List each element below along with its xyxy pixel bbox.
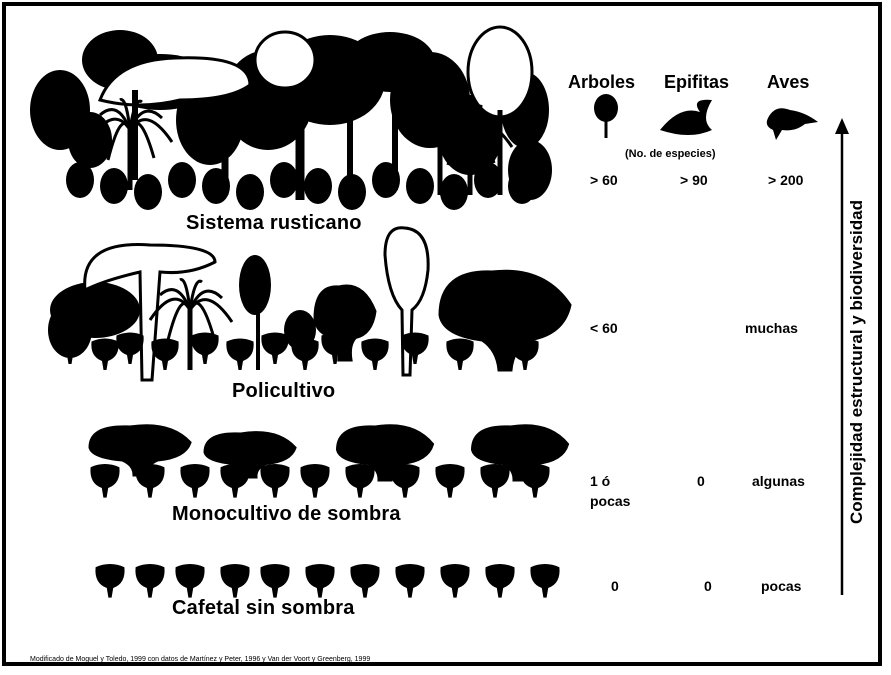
- coffee-bush: [191, 333, 218, 365]
- understory-bush: [304, 168, 332, 204]
- coffee-bush: [511, 339, 538, 371]
- sun-coffee-bushes: [95, 564, 559, 598]
- coffee-bush: [135, 564, 164, 598]
- coffee-bush: [260, 464, 289, 498]
- coffee-bush: [220, 464, 249, 498]
- coffee-bush: [440, 564, 469, 598]
- species-note: (No. de especies): [625, 148, 715, 160]
- header-epifitas: Epifitas: [664, 72, 729, 93]
- label-cafetal-sin-sombra: Cafetal sin sombra: [172, 597, 355, 620]
- understory-bush: [508, 168, 536, 204]
- understory-bush: [406, 168, 434, 204]
- coffee-bush: [485, 564, 514, 598]
- header-aves: Aves: [767, 72, 809, 93]
- sun-arboles-value: 0: [611, 578, 619, 594]
- understory-bush: [100, 168, 128, 204]
- header-arboles: Arboles: [568, 72, 635, 93]
- understory-bush: [474, 162, 502, 198]
- coffee-bush: [435, 464, 464, 498]
- label-sistema-rusticano: Sistema rusticano: [186, 212, 362, 235]
- mono-arboles-value-2: pocas: [590, 493, 630, 509]
- monoculture-trees: [90, 426, 568, 498]
- hollow-crown: [468, 27, 532, 117]
- complexity-axis-label: Complejidad estructural y biodiversidad: [847, 122, 867, 602]
- coffee-bush: [520, 464, 549, 498]
- understory-bush: [168, 162, 196, 198]
- bird-icon: [767, 108, 818, 140]
- coffee-bush: [56, 333, 83, 365]
- coffee-bush: [345, 464, 374, 498]
- understory-bush: [338, 174, 366, 210]
- sun-epifitas-value: 0: [704, 578, 712, 594]
- mono-aves-value: algunas: [752, 473, 805, 489]
- coffee-bush: [90, 464, 119, 498]
- coffee-bush: [305, 564, 334, 598]
- understory-bush: [236, 174, 264, 210]
- header-icons: [594, 94, 818, 140]
- coffee-bush: [300, 464, 329, 498]
- coffee-bush: [116, 333, 143, 365]
- coffee-bush: [261, 333, 288, 365]
- poly-aves-value: muchas: [745, 320, 798, 336]
- coffee-bush: [226, 339, 253, 371]
- mono-arboles-value: 1 ó: [590, 473, 610, 489]
- tree-trunk: [256, 310, 260, 370]
- tree-trunk: [128, 120, 133, 190]
- rustic-system-trees: [30, 27, 552, 210]
- coffee-bush: [151, 339, 178, 371]
- understory-bush: [372, 162, 400, 198]
- label-monocultivo: Monocultivo de sombra: [172, 503, 401, 526]
- coffee-bush: [95, 564, 124, 598]
- tree-trunk: [605, 118, 608, 138]
- coffee-bush: [135, 464, 164, 498]
- coffee-bush: [390, 464, 419, 498]
- rustic-aves-value: > 200: [768, 172, 803, 188]
- tree-icon: [594, 94, 618, 122]
- coffee-bush: [480, 464, 509, 498]
- understory-bush: [134, 174, 162, 210]
- rustic-epifitas-value: > 90: [680, 172, 708, 188]
- coffee-bush: [350, 564, 379, 598]
- polyculture-trees: [48, 228, 570, 380]
- sun-aves-value: pocas: [761, 578, 801, 594]
- coffee-bush: [530, 564, 559, 598]
- coffee-bush: [260, 564, 289, 598]
- coffee-bush: [361, 339, 388, 371]
- understory-bush: [66, 162, 94, 198]
- tree-trunk: [188, 300, 193, 370]
- hollow-crown: [255, 32, 315, 88]
- understory-bush: [202, 168, 230, 204]
- label-policultivo: Policultivo: [232, 380, 335, 403]
- rustic-arboles-value: > 60: [590, 172, 618, 188]
- coffee-bush: [220, 564, 249, 598]
- coffee-bush: [446, 339, 473, 371]
- coffee-bush: [291, 339, 318, 371]
- understory-bush: [440, 174, 468, 210]
- tree-crown: [239, 255, 271, 315]
- coffee-bush: [91, 339, 118, 371]
- poly-arboles-value: < 60: [590, 320, 618, 336]
- tree-trunk: [468, 125, 473, 195]
- understory-bush: [270, 162, 298, 198]
- epiphyte-icon: [660, 100, 712, 135]
- palm-frond: [168, 303, 190, 340]
- mono-epifitas-value: 0: [697, 473, 705, 489]
- coffee-bush: [395, 564, 424, 598]
- source-credit: Modificado de Moguel y Toledo, 1999 con …: [30, 656, 370, 663]
- coffee-bush: [180, 464, 209, 498]
- coffee-bush: [175, 564, 204, 598]
